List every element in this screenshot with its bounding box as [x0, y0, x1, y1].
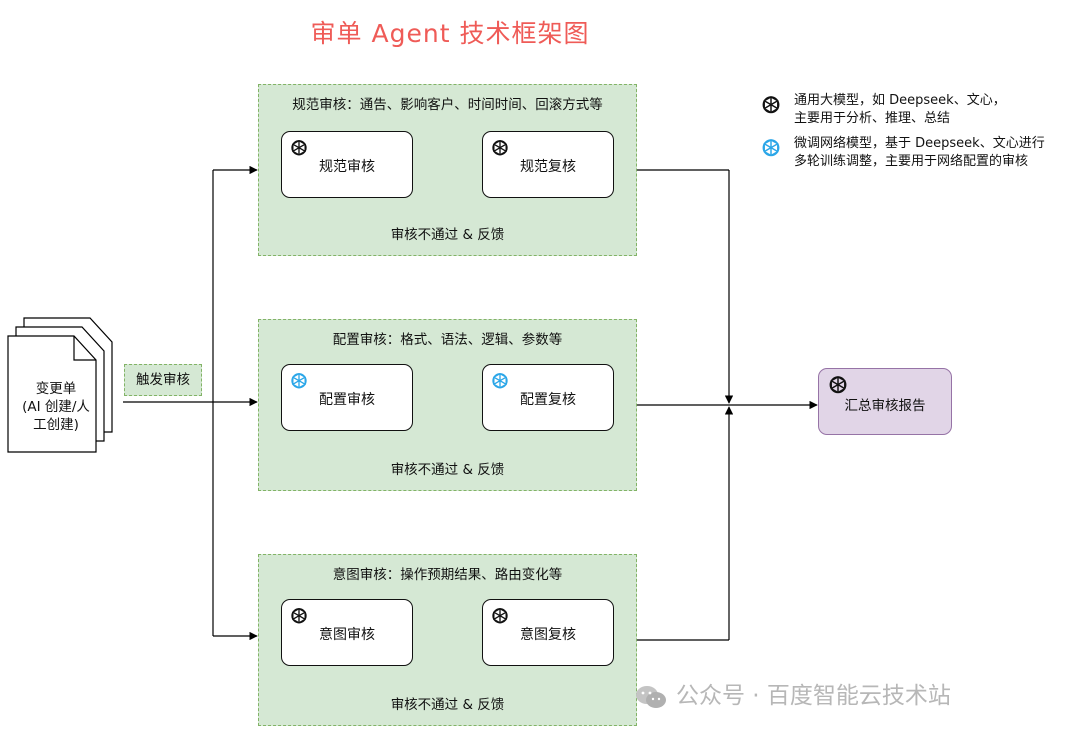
summary-report-node: 汇总审核报告: [818, 368, 952, 435]
panel-title: 规范审核：通告、影响客户、时间时间、回滚方式等: [292, 97, 603, 113]
spec-review-node: 规范审核: [281, 131, 413, 198]
openai-blue-icon: [490, 371, 510, 391]
change-document-label: 变更单 (AI 创建/人 工创建): [22, 381, 90, 433]
openai-black-icon: [289, 606, 309, 626]
openai-blue-icon: [760, 137, 782, 159]
panel-title: 配置审核：格式、语法、逻辑、参数等: [332, 332, 563, 348]
openai-black-icon: [490, 606, 510, 626]
change-document-stack-icon: [7, 317, 113, 453]
openai-blue-icon: [289, 371, 309, 391]
config-recheck-node: 配置复核: [482, 364, 614, 431]
panel-config-review: 配置审核：格式、语法、逻辑、参数等 配置审核 配置复核 审核不通过 & 反馈: [258, 319, 637, 491]
panel-spec-review: 规范审核：通告、影响客户、时间时间、回滚方式等 规范审核 规范复核 审核不通过 …: [258, 84, 637, 256]
intent-review-node: 意图审核: [281, 599, 413, 666]
panel-title: 意图审核：操作预期结果、路由变化等: [332, 567, 563, 583]
config-review-node: 配置审核: [281, 364, 413, 431]
openai-black-icon: [289, 138, 309, 158]
diagram-title: 审单 Agent 技术框架图: [310, 19, 590, 48]
legend-general-model: 通用大模型，如 Deepseek、文心， 主要用于分析、推理、总结: [760, 92, 1006, 128]
openai-black-icon: [490, 138, 510, 158]
openai-black-icon: [827, 374, 849, 396]
watermark: 公众号 · 百度智能云技术站: [634, 676, 951, 711]
openai-black-icon: [760, 94, 782, 116]
feedback-label: 审核不通过 & 反馈: [390, 227, 505, 243]
legend-finetuned-model: 微调网络模型，基于 Deepseek、文心进行 多轮训练调整，主要用于网络配置的…: [760, 135, 1045, 171]
panel-intent-review: 意图审核：操作预期结果、路由变化等 意图审核 意图复核 审核不通过 & 反馈: [258, 554, 637, 726]
feedback-label: 审核不通过 & 反馈: [390, 697, 505, 713]
intent-recheck-node: 意图复核: [482, 599, 614, 666]
trigger-review-box: 触发审核: [124, 364, 202, 396]
feedback-label: 审核不通过 & 反馈: [390, 462, 505, 478]
wechat-icon: [636, 685, 666, 708]
spec-recheck-node: 规范复核: [482, 131, 614, 198]
